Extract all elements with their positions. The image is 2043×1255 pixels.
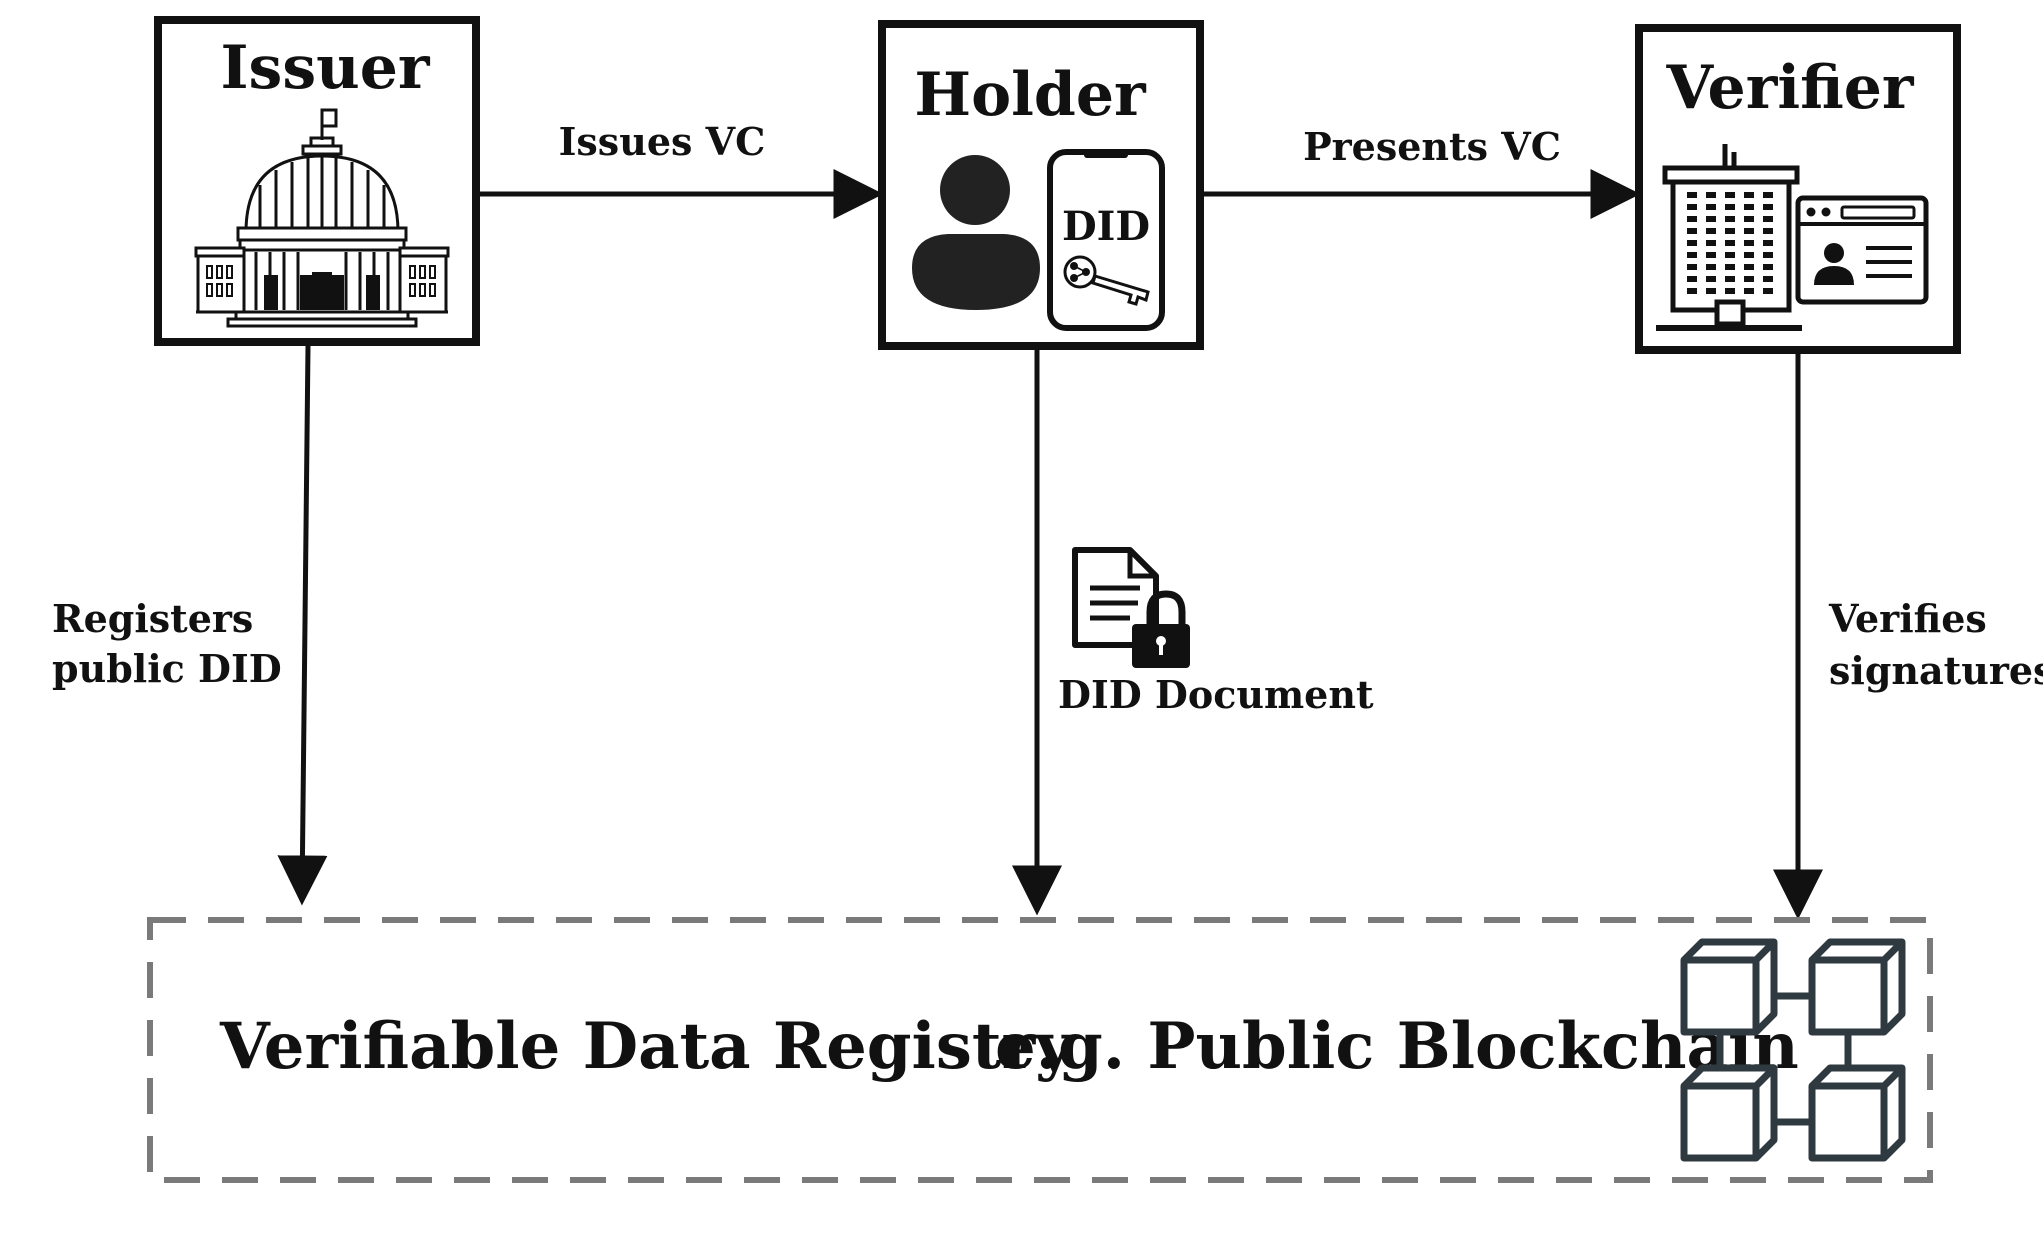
registers-did-arrow xyxy=(277,345,328,906)
issues-vc-edge: Issues VC xyxy=(480,119,884,219)
building-window xyxy=(1763,192,1773,198)
key-icon xyxy=(1063,255,1150,306)
verifies-signatures-label-line2: signatures xyxy=(1829,648,2043,693)
chain-block-bottom-right xyxy=(1808,1064,1906,1162)
building-window xyxy=(1687,240,1697,246)
building-window xyxy=(1687,216,1697,222)
building-window xyxy=(1744,264,1754,270)
building-window xyxy=(1725,264,1735,270)
building-windows xyxy=(1687,192,1773,294)
issuer-title: Issuer xyxy=(220,33,430,103)
building-window xyxy=(1725,252,1735,258)
verifiable-data-registry: Verifiable Data Registry e.g. Public Blo… xyxy=(147,917,1933,1183)
building-window xyxy=(1725,288,1735,294)
building-window xyxy=(1687,192,1697,198)
issuer-node: Issuer xyxy=(154,16,480,346)
registers-did-label-line2: public DID xyxy=(52,646,282,691)
building-window xyxy=(1744,228,1754,234)
registry-dashed-border xyxy=(147,917,1933,1183)
office-building-icon xyxy=(1656,144,1802,331)
building-window xyxy=(1763,240,1773,246)
building-window xyxy=(1763,204,1773,210)
id-card-icon xyxy=(1795,195,1929,305)
building-window xyxy=(1763,276,1773,282)
building-window xyxy=(1744,252,1754,258)
locked-document-icon xyxy=(1072,547,1190,668)
building-window xyxy=(1687,264,1697,270)
building-window xyxy=(1687,204,1697,210)
building-window xyxy=(1725,276,1735,282)
building-window xyxy=(1706,288,1716,294)
registry-example-label: e.g. Public Blockchain xyxy=(995,1009,1799,1084)
verifier-node: Verifier xyxy=(1635,24,1961,354)
issues-vc-label: Issues VC xyxy=(559,119,766,164)
building-window xyxy=(1706,276,1716,282)
presents-vc-label: Presents VC xyxy=(1303,124,1561,169)
building-window xyxy=(1763,288,1773,294)
building-window xyxy=(1687,288,1697,294)
building-window xyxy=(1725,216,1735,222)
building-window xyxy=(1744,276,1754,282)
holder-node: Holder DID xyxy=(878,20,1204,350)
phone-did-label: DID xyxy=(1062,203,1150,250)
verifier-title: Verifier xyxy=(1665,53,1914,123)
building-window xyxy=(1706,264,1716,270)
building-window xyxy=(1744,288,1754,294)
building-window xyxy=(1744,216,1754,222)
did-document-label: DID Document xyxy=(1058,672,1374,717)
building-window xyxy=(1763,216,1773,222)
building-window xyxy=(1763,264,1773,270)
chain-block-bottom-left xyxy=(1680,1064,1778,1162)
registers-did-label-line1: Registers xyxy=(52,596,253,641)
building-window xyxy=(1744,192,1754,198)
building-window xyxy=(1725,228,1735,234)
presents-vc-edge: Presents VC xyxy=(1204,124,1641,219)
building-window xyxy=(1744,240,1754,246)
building-window xyxy=(1687,252,1697,258)
building-window xyxy=(1706,216,1716,222)
verifies-signatures-edge: Verifies signatures xyxy=(1773,354,2043,920)
building-window xyxy=(1706,240,1716,246)
registers-did-edge: Registers public DID xyxy=(52,345,328,906)
registry-label: Verifiable Data Registry xyxy=(219,1009,1074,1084)
building-window xyxy=(1763,252,1773,258)
blockchain-icon xyxy=(1680,938,1906,1162)
building-window xyxy=(1744,204,1754,210)
building-window xyxy=(1725,204,1735,210)
person-icon xyxy=(912,155,1040,310)
chain-block-top-right xyxy=(1808,938,1906,1036)
building-window xyxy=(1725,192,1735,198)
building-window xyxy=(1725,240,1735,246)
building-window xyxy=(1706,252,1716,258)
holder-title: Holder xyxy=(914,60,1147,130)
building-window xyxy=(1763,228,1773,234)
building-window xyxy=(1687,276,1697,282)
building-window xyxy=(1706,204,1716,210)
building-window xyxy=(1687,228,1697,234)
verifies-signatures-label-line1: Verifies xyxy=(1828,596,1987,641)
building-window xyxy=(1706,192,1716,198)
did-document-edge: DID Document xyxy=(1012,350,1374,916)
building-window xyxy=(1706,228,1716,234)
government-building-icon xyxy=(194,108,450,328)
